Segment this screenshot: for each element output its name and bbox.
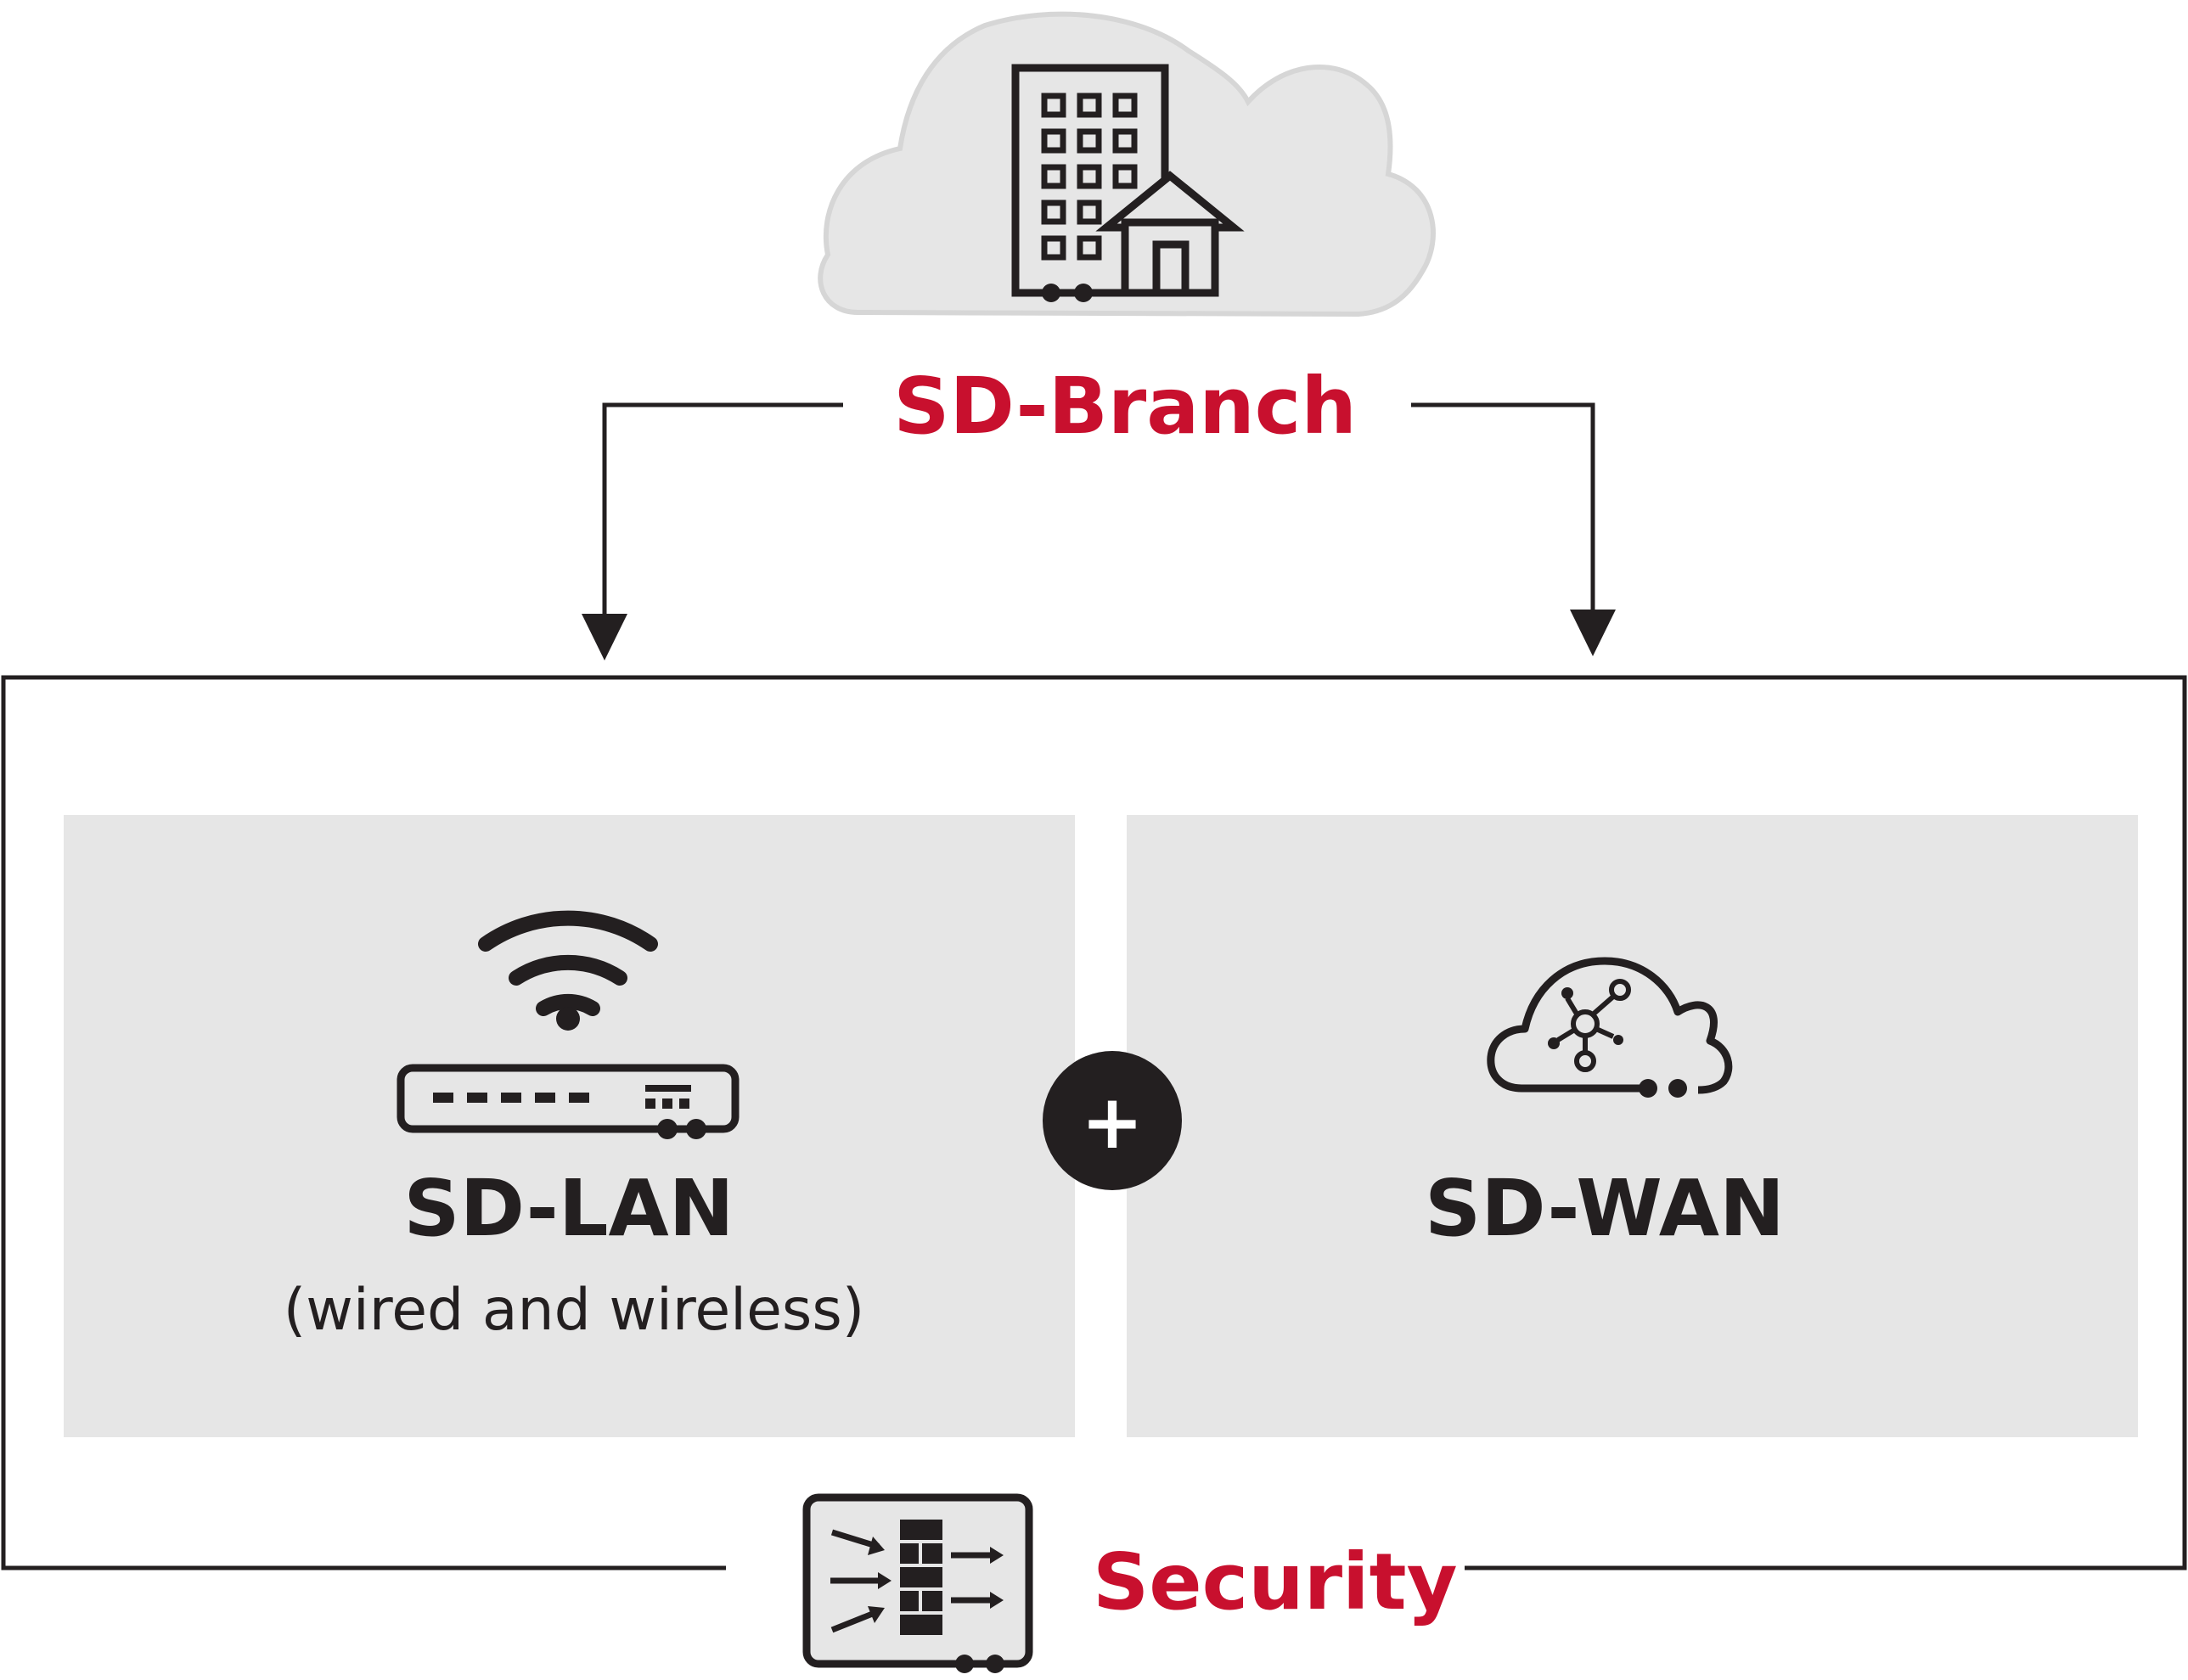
- building-house-icon: [1011, 64, 1245, 302]
- router-icon: [397, 1064, 740, 1139]
- title-sd-branch: SD-Branch: [893, 361, 1357, 452]
- wifi-dot: [556, 1007, 580, 1031]
- connector-left: [602, 402, 843, 620]
- sd-lan-label: SD-LAN: [403, 1163, 734, 1254]
- top-cloud-icon: [818, 11, 1436, 317]
- security-label: Security: [1093, 1537, 1458, 1627]
- cloud-network-icon: [1487, 957, 1733, 1098]
- arrow-left-icon: [582, 614, 627, 660]
- plus-sign: +: [1081, 1078, 1144, 1166]
- arrow-right-icon: [1570, 610, 1616, 656]
- wifi-icon: [478, 910, 658, 1016]
- firewall-icon: [802, 1493, 1033, 1673]
- plus-circle: [1043, 1051, 1182, 1190]
- sd-lan-sublabel: (wired and wireless): [284, 1277, 865, 1344]
- connector-right: [1411, 402, 1595, 615]
- sd-wan-panel: [1127, 815, 2138, 1437]
- sd-wan-label: SD-WAN: [1425, 1163, 1785, 1254]
- outer-frame: [1, 675, 2187, 1570]
